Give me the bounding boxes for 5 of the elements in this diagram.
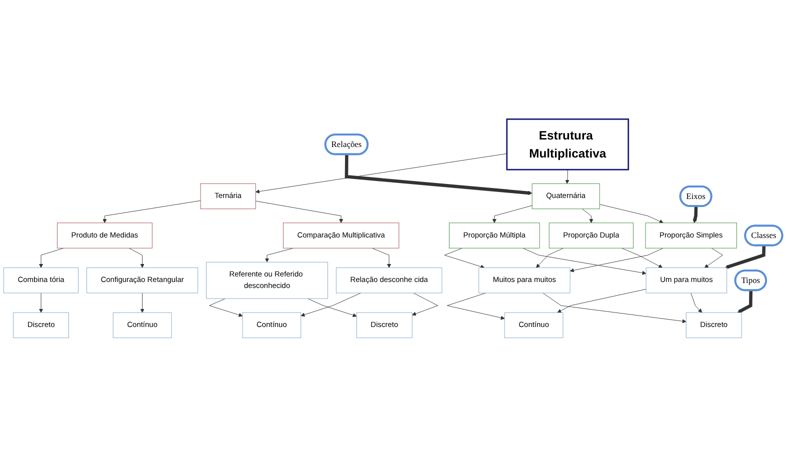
arrow <box>344 154 532 195</box>
arrow <box>724 246 766 269</box>
node-box: Estrutura Multiplicativa <box>506 118 630 170</box>
arrow <box>737 290 752 314</box>
arrow <box>692 206 698 224</box>
